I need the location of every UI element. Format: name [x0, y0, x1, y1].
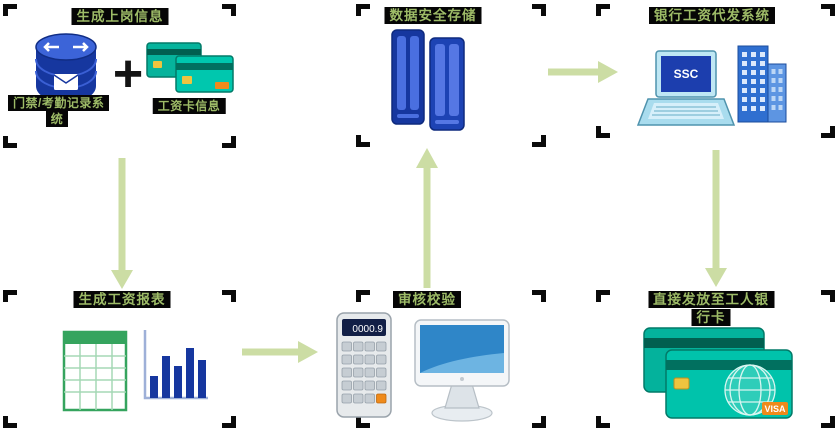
corner-mark — [3, 416, 17, 428]
corner-mark — [596, 126, 610, 138]
arrow-storage-to-bank — [548, 61, 618, 83]
spreadsheet-icon — [62, 330, 128, 412]
corner-mark — [596, 4, 610, 16]
title-storage-text: 数据安全存储 — [384, 7, 482, 24]
section-frame-report — [3, 290, 236, 428]
calculator-icon: 0000.9 — [336, 312, 392, 418]
title-bank-system-text: 银行工资代发系统 — [649, 7, 775, 24]
section-frame-onboarding — [3, 4, 236, 148]
corner-mark — [222, 4, 236, 16]
arrow-audit-to-storage — [416, 148, 438, 288]
title-report: 生成工资报表 — [73, 291, 171, 309]
title-bank-system: 银行工资代发系统 — [649, 7, 775, 25]
corner-mark — [3, 4, 17, 16]
corner-mark — [356, 4, 370, 16]
section-frame-bank-system — [596, 4, 835, 138]
office-building-icon — [737, 45, 787, 123]
laptop-screen-text: SSC — [674, 67, 699, 81]
title-issue-text: 直接发放至工人银行卡 — [648, 291, 774, 326]
bank-cards-icon: VISA — [643, 327, 793, 419]
corner-mark — [222, 136, 236, 148]
corner-mark — [356, 290, 370, 302]
title-storage: 数据安全存储 — [384, 7, 482, 25]
desktop-monitor-icon — [414, 319, 510, 422]
caption-attendance-system: 门禁/考勤记录系统 — [8, 95, 110, 127]
section-frame-storage — [356, 4, 546, 147]
caption-salary-card-text: 工资卡信息 — [152, 98, 226, 114]
corner-mark — [532, 4, 546, 16]
corner-mark — [596, 416, 610, 428]
title-onboarding-text: 生成上岗信息 — [71, 8, 169, 25]
title-onboarding: 生成上岗信息 — [71, 8, 169, 26]
section-frame-audit — [356, 290, 546, 428]
corner-mark — [821, 126, 835, 138]
corner-mark — [821, 416, 835, 428]
corner-mark — [3, 290, 17, 302]
calculator-display: 0000.9 — [352, 324, 383, 335]
corner-mark — [532, 135, 546, 147]
caption-salary-card: 工资卡信息 — [152, 98, 226, 115]
corner-mark — [821, 4, 835, 16]
title-report-text: 生成工资报表 — [73, 291, 171, 308]
section-frame-issue — [596, 290, 835, 428]
bar-chart-icon — [143, 330, 208, 400]
arrow-bank-to-issue — [705, 150, 727, 287]
credit-cards-icon — [146, 42, 234, 93]
corner-mark — [3, 136, 17, 148]
server-towers-icon — [391, 29, 465, 131]
card-brand-label: VISA — [764, 404, 786, 414]
title-audit: 审核校验 — [393, 291, 461, 309]
database-router-icon — [35, 33, 97, 103]
corner-mark — [356, 135, 370, 147]
laptop-icon: SSC — [636, 50, 736, 126]
title-audit-text: 审核校验 — [393, 291, 461, 308]
caption-attendance-system-text: 门禁/考勤记录系统 — [8, 95, 110, 127]
corner-mark — [532, 416, 546, 428]
arrow-report-to-audit — [242, 341, 318, 363]
plus-icon: + — [112, 45, 144, 103]
corner-mark — [821, 290, 835, 302]
title-issue: 直接发放至工人银行卡 — [648, 291, 775, 326]
corner-mark — [222, 416, 236, 428]
corner-mark — [532, 290, 546, 302]
corner-mark — [222, 290, 236, 302]
corner-mark — [356, 416, 370, 428]
arrow-onboarding-to-report — [111, 158, 133, 289]
corner-mark — [596, 290, 610, 302]
